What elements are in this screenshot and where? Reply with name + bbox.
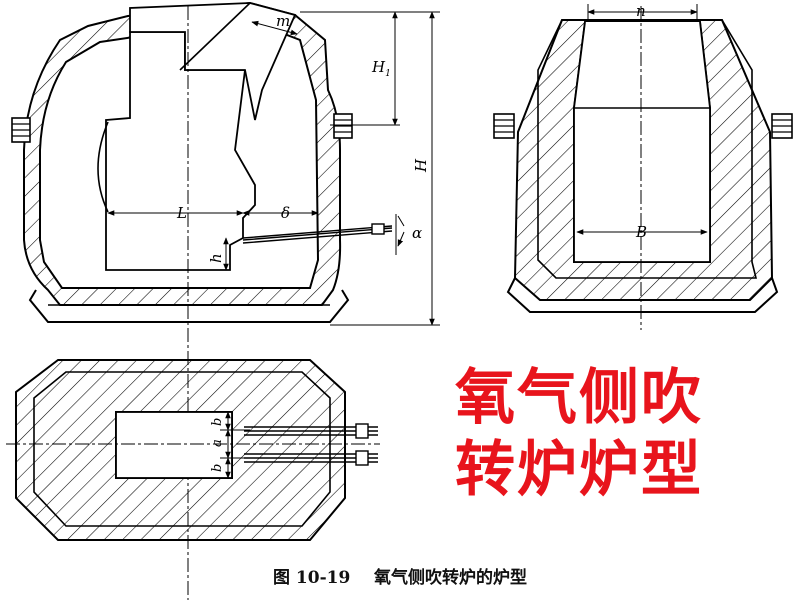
label-H: H	[412, 158, 430, 173]
label-h: h	[207, 253, 225, 263]
label-a: a	[210, 439, 225, 447]
label-H1: H1	[371, 58, 391, 79]
label-alpha: α	[412, 224, 422, 242]
figure-caption: 图 10-19 氧气侧吹转炉的炉型	[0, 563, 800, 588]
side-elevation-view	[11, 1, 393, 323]
front-elevation-view	[493, 19, 793, 313]
figure-caption-text: 氧气侧吹转炉的炉型	[373, 568, 527, 588]
label-m: m	[276, 12, 290, 30]
slide-title-line-2: 转炉炉型	[455, 435, 703, 505]
label-L: L	[176, 204, 187, 222]
front-view-dimensions	[576, 4, 708, 330]
label-B: B	[635, 223, 647, 241]
slide-title: 氧气侧吹 转炉炉型	[455, 362, 775, 506]
label-b-top: b	[210, 418, 225, 426]
label-delta: δ	[281, 204, 290, 222]
plan-view	[15, 359, 378, 541]
plan-view-dimensions	[6, 411, 380, 479]
label-b-bottom: b	[210, 464, 225, 472]
label-n: n	[636, 2, 646, 20]
figure-number: 图 10-19	[273, 568, 351, 588]
slide-title-line-1: 氧气侧吹	[455, 363, 703, 433]
